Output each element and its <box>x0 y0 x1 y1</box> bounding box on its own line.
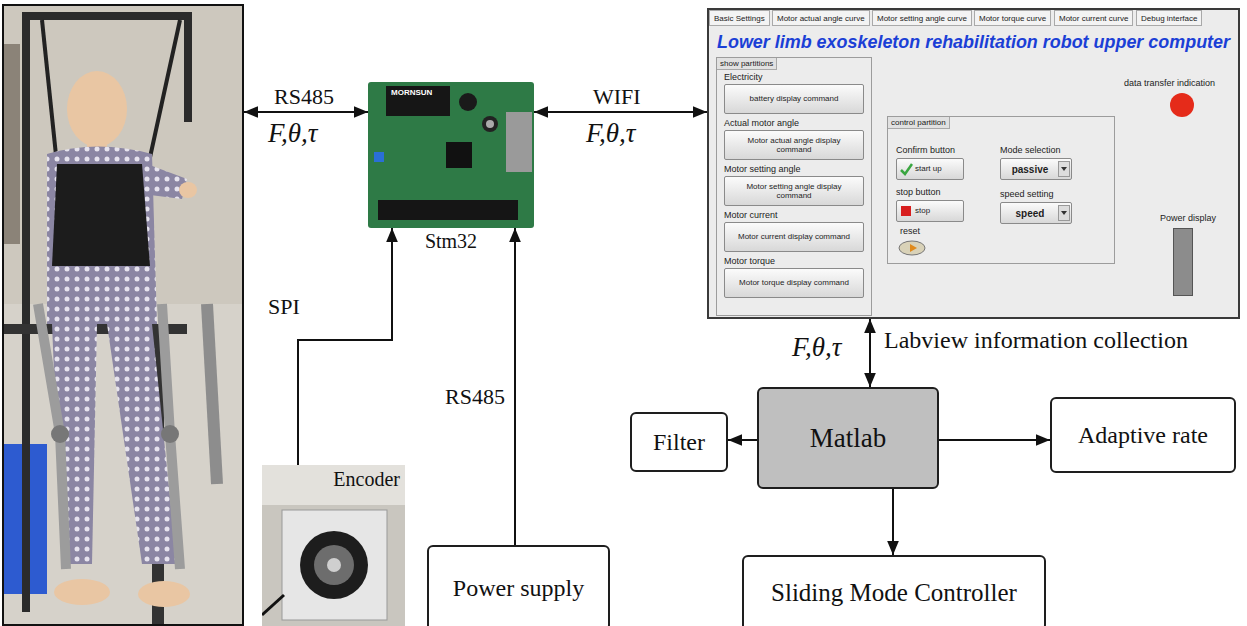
edge-label: WIFI <box>591 84 643 110</box>
field-label: Motor setting angle <box>724 164 801 175</box>
process-box-text: Matlab <box>810 423 886 454</box>
process-box-text: Sliding Mode Controller <box>771 579 1017 607</box>
dropdown-text: passive <box>1012 164 1049 175</box>
field-label: Motor torque <box>724 256 775 267</box>
photo-frame <box>2 4 244 626</box>
gui-button-text: Motor current display command <box>738 232 850 241</box>
gui-tab-text: Motor torque curve <box>979 14 1046 23</box>
process-box-text: Power supply <box>453 575 584 602</box>
gui-tab-text: Basic Settings <box>714 14 765 23</box>
signal-label: F,θ,τ <box>266 118 319 149</box>
gui-button: battery display command <box>724 84 864 114</box>
gui-tab-text: Debug interface <box>1141 14 1197 23</box>
gui-button-text: battery display command <box>750 94 839 103</box>
stop-icon <box>900 205 912 217</box>
gui-button: Motor torque display command <box>724 268 864 298</box>
status-led <box>1169 92 1195 118</box>
gui-button: Motor current display command <box>724 222 864 252</box>
gui-tab: Basic Settings <box>709 10 770 26</box>
gui-tab-text: Motor setting angle curve <box>877 14 967 23</box>
gui-tab: Motor current curve <box>1054 10 1133 26</box>
dropdown-text: speed <box>1016 208 1045 219</box>
connector <box>244 111 368 113</box>
field-label: Power display <box>1160 213 1216 224</box>
controller-board-photo <box>368 82 534 228</box>
controller-board-text: Stm32 <box>368 230 534 253</box>
gui-tab: Motor actual angle curve <box>772 10 870 26</box>
process-box: Adaptive rate <box>1050 397 1236 473</box>
gui-button: Motor setting angle display command <box>724 176 864 206</box>
encoder-node-text: Encoder <box>333 468 400 491</box>
connector <box>892 489 894 555</box>
edge-label: RS485 <box>443 384 507 410</box>
process-box: Sliding Mode Controller <box>742 555 1046 626</box>
group-box: show partitions battery display commandMo… <box>716 57 872 316</box>
field-label: Actual motor angle <box>724 118 799 129</box>
gui-tab-text: Motor actual angle curve <box>777 14 865 23</box>
reset-toggle <box>898 240 926 256</box>
field-label: Confirm button <box>896 145 955 156</box>
connector <box>514 228 516 545</box>
gui-tab: Debug interface <box>1136 10 1202 26</box>
gui-button: start up <box>896 158 964 180</box>
gui-button-text: Motor torque display command <box>739 278 849 287</box>
connector <box>298 228 392 465</box>
connector <box>869 319 871 387</box>
power-bar <box>1173 228 1193 296</box>
check-icon <box>899 162 913 176</box>
field-label: Electricity <box>724 72 763 83</box>
process-box-text: Filter <box>653 429 705 456</box>
connector <box>534 111 707 113</box>
process-box: Filter <box>630 412 728 472</box>
connector <box>728 439 757 441</box>
edge-label: RS485 <box>272 84 336 110</box>
gui-button: Motor actual angle display command <box>724 130 864 160</box>
gui-button-text: Motor setting angle display command <box>729 182 859 200</box>
process-box-text: Adaptive rate <box>1078 422 1208 449</box>
field-label: data transfer indication <box>1124 78 1215 89</box>
field-label: Mode selection <box>1000 145 1061 156</box>
chip-marking: MORNSUN <box>391 89 432 97</box>
gui-tab-text: Motor current curve <box>1059 14 1128 23</box>
dropdown-arrow <box>1058 205 1070 221</box>
signal-label: F,θ,τ <box>584 118 637 149</box>
field-label: speed setting <box>1000 189 1054 200</box>
process-box: Matlab <box>757 387 939 489</box>
gui-button-text: Motor actual angle display command <box>729 136 859 154</box>
field-label: Motor current <box>724 210 778 221</box>
gui-button-text: stop <box>915 206 930 215</box>
edge-label: Labview information collection <box>882 327 1190 354</box>
exoskeleton-photo <box>2 4 244 626</box>
gui-tab: Motor torque curve <box>974 10 1051 26</box>
edge-label: SPI <box>266 294 302 320</box>
gui-window: Lower limb exoskeleton rehabilitation ro… <box>707 8 1240 319</box>
field-label: reset <box>900 226 920 237</box>
process-box: Power supply <box>427 545 610 626</box>
field-label: stop button <box>896 187 941 198</box>
controller-board: Stm32 <box>368 82 534 228</box>
gui-tab: Motor setting angle curve <box>872 10 972 26</box>
encoder-node: Encoder <box>262 465 405 626</box>
dropdown-arrow <box>1058 161 1070 177</box>
group-box-text: control partition <box>888 117 950 129</box>
gui-button-text: start up <box>915 164 942 173</box>
connector <box>939 439 1050 441</box>
signal-label: F,θ,τ <box>790 332 843 363</box>
gui-window-text: Lower limb exoskeleton rehabilitation ro… <box>717 32 1230 53</box>
group-box-text: show partitions <box>717 58 777 70</box>
